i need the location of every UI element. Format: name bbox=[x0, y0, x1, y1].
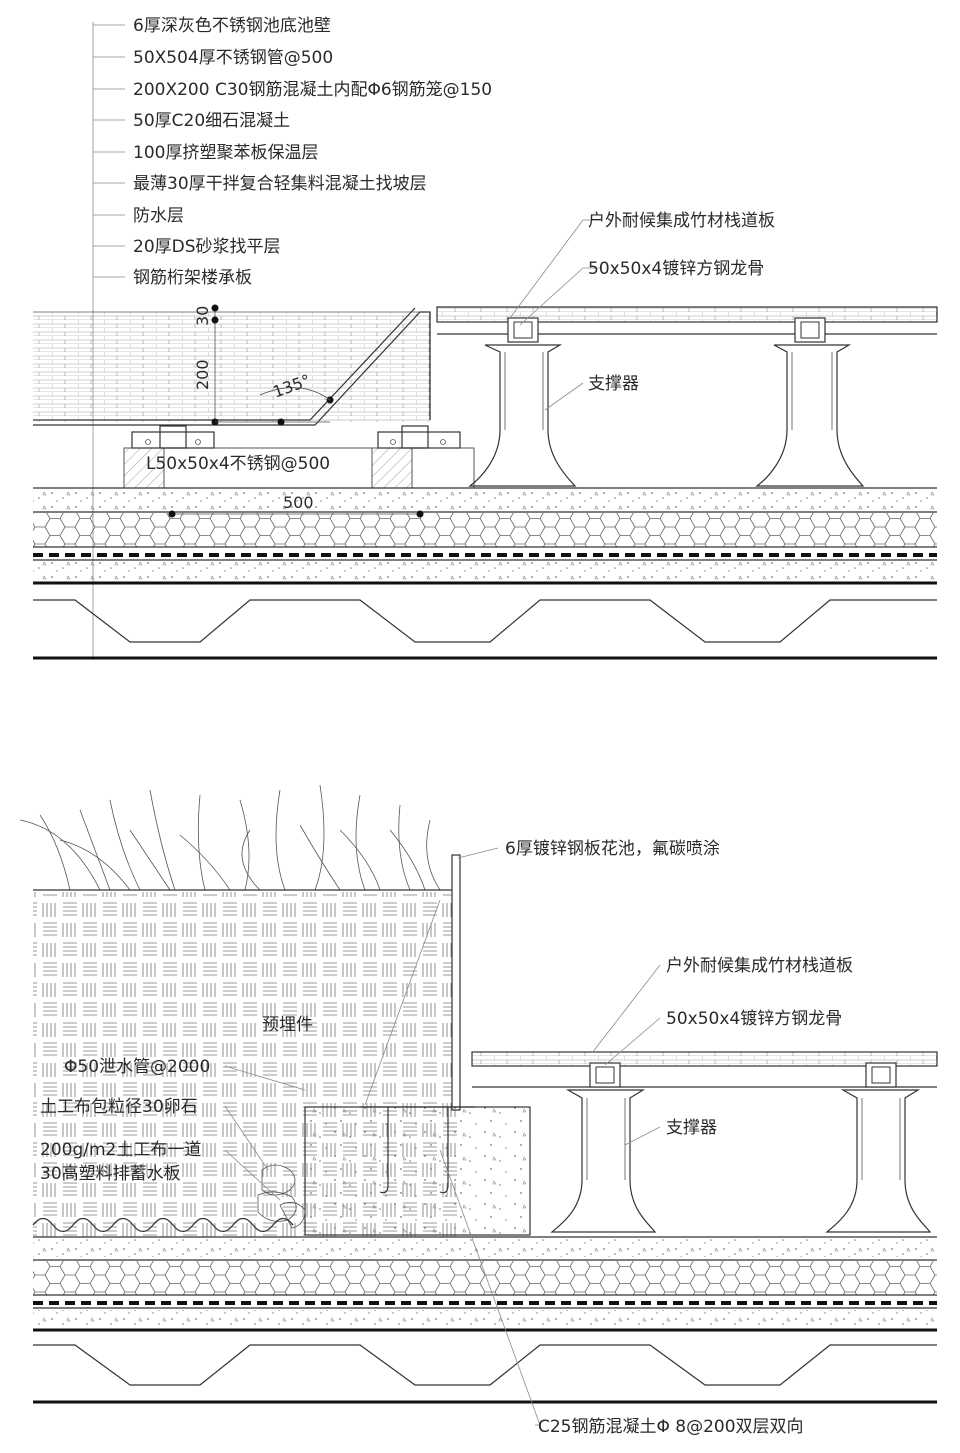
layer-label-1: 6厚深灰色不锈钢池底池壁 bbox=[133, 16, 331, 36]
top-leader-ticks bbox=[93, 24, 125, 278]
layer-label-9: 钢筋桁架楼承板 bbox=[133, 268, 252, 288]
layer-label-4: 50厚C20细石混凝土 bbox=[133, 111, 290, 131]
drainage-board bbox=[32, 1217, 294, 1233]
top-floor-layers bbox=[33, 487, 937, 660]
top-detail: 6厚深灰色不锈钢池底池壁 50X504厚不锈钢管@500 200X200 C30… bbox=[33, 16, 938, 660]
top-pedestal-label: 支撑器 bbox=[588, 374, 639, 394]
bottom-joist-label: 50x50x4镀锌方钢龙骨 bbox=[666, 1009, 842, 1029]
top-pedestal-2 bbox=[755, 344, 865, 487]
bottom-pedestal-1 bbox=[550, 1089, 657, 1233]
gravel bbox=[257, 1164, 306, 1229]
pool-wall bbox=[33, 307, 431, 426]
layer-label-6: 最薄30厚干拌复合轻集料混凝土找坡层 bbox=[133, 174, 427, 194]
layer-label-3: 200X200 C30钢筋混凝土内配Φ6钢筋笼@150 bbox=[133, 80, 492, 100]
dim-200-label: 200 bbox=[193, 359, 212, 390]
grass bbox=[19, 784, 458, 891]
bottom-deck-board-label: 户外耐候集成竹材栈道板 bbox=[666, 956, 853, 976]
embedded-part-label: 预埋件 bbox=[262, 1015, 313, 1035]
dim-500-label: 500 bbox=[283, 493, 314, 512]
bottom-floor-layers bbox=[33, 1236, 937, 1404]
pool-water bbox=[33, 311, 430, 422]
layer-label-5: 100厚挤塑聚苯板保温层 bbox=[133, 143, 318, 163]
concrete-label: C25钢筋混凝土Φ 8@200双层双向 bbox=[538, 1417, 804, 1437]
bottom-deck bbox=[471, 1051, 938, 1088]
concrete-footing bbox=[304, 1106, 531, 1236]
gravel-label: 土工布包粒径30卵石 bbox=[40, 1097, 198, 1117]
planter-label: 6厚镀锌钢板花池，氟碳喷涂 bbox=[505, 839, 720, 859]
top-deck bbox=[436, 306, 938, 343]
dim-30-label: 30 bbox=[193, 306, 212, 326]
layer-label-2: 50X504厚不锈钢管@500 bbox=[133, 48, 333, 68]
geotextile-label-1: 200g/m2土工布一道 bbox=[40, 1140, 201, 1160]
planter-steel-wall bbox=[451, 854, 461, 1111]
geotextile-label-2: 30高塑料排蓄水板 bbox=[40, 1164, 181, 1184]
bottom-detail: 6厚镀锌钢板花池，氟碳喷涂 户外耐候集成竹材栈道板 50x50x4镀锌方钢龙骨 … bbox=[19, 784, 938, 1437]
angle-steel-label: L50x50x4不锈钢@500 bbox=[146, 454, 330, 474]
top-deck-board-label: 户外耐候集成竹材栈道板 bbox=[588, 211, 775, 231]
bottom-pedestal-2 bbox=[825, 1089, 932, 1233]
top-pedestal-1 bbox=[468, 344, 577, 487]
top-joist-label: 50x50x4镀锌方钢龙骨 bbox=[588, 259, 764, 279]
layer-label-7: 防水层 bbox=[133, 206, 184, 226]
angle-steel-supports: L50x50x4不锈钢@500 bbox=[123, 425, 475, 489]
dim-500: 500 bbox=[168, 493, 424, 518]
drain-pipe-label: Φ50泄水管@2000 bbox=[64, 1057, 210, 1077]
bottom-pedestal-label: 支撑器 bbox=[666, 1118, 717, 1138]
layer-label-8: 20厚DS砂浆找平层 bbox=[133, 237, 281, 257]
